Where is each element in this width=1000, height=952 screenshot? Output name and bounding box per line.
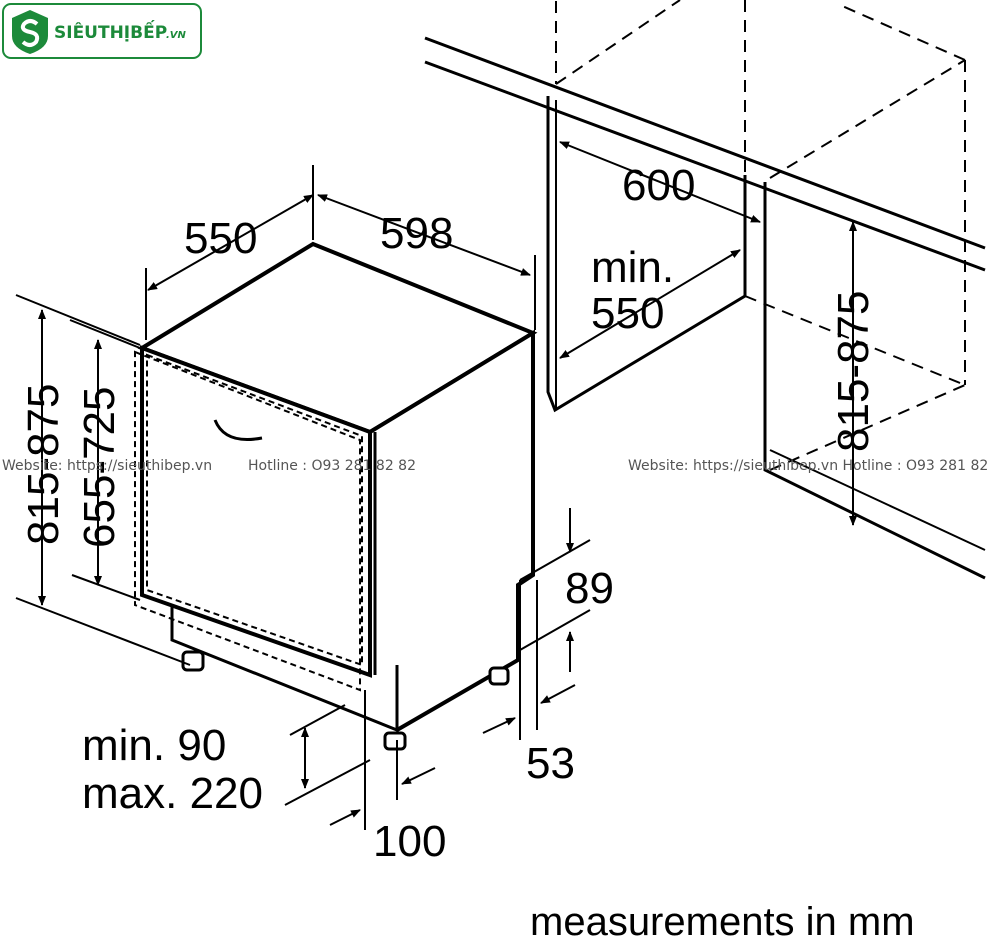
units-caption: measurements in mm — [530, 900, 915, 944]
watermark-right: Website: https://sieuthibep.vn Hotline :… — [628, 458, 988, 474]
foot-offset-label: 100 — [373, 817, 446, 866]
niche-height-label: 815-875 — [829, 291, 878, 452]
watermark-left-site: Website: https://sieuthibep.vn — [2, 458, 212, 474]
plinth-bottom-label: 53 — [526, 739, 575, 788]
watermark-left-hotline: Hotline : O93 281 82 82 — [248, 458, 416, 474]
dimension-lines — [15, 141, 857, 830]
width-label: 598 — [380, 209, 453, 258]
dishwasher-body — [134, 241, 538, 751]
brand-logo: SIÊUTHỊBẾP .VN — [2, 3, 202, 59]
niche-depth-label-line2: 550 — [591, 289, 664, 338]
brand-suffix: .VN — [166, 30, 187, 41]
brand-name: SIÊUTHỊBẾP — [54, 19, 167, 43]
plinth-top-label: 89 — [565, 564, 614, 613]
depth-label: 550 — [184, 214, 257, 263]
foot-max-label: max. 220 — [82, 769, 263, 818]
foot-min-label: min. 90 — [82, 721, 226, 770]
s-shield-logo-icon — [12, 10, 48, 54]
door-height-label: 655-725 — [75, 387, 124, 548]
niche-width-label: 600 — [622, 161, 695, 210]
niche-depth-label-line1: min. — [591, 243, 674, 292]
appliance-height-label: 815-875 — [19, 384, 68, 545]
